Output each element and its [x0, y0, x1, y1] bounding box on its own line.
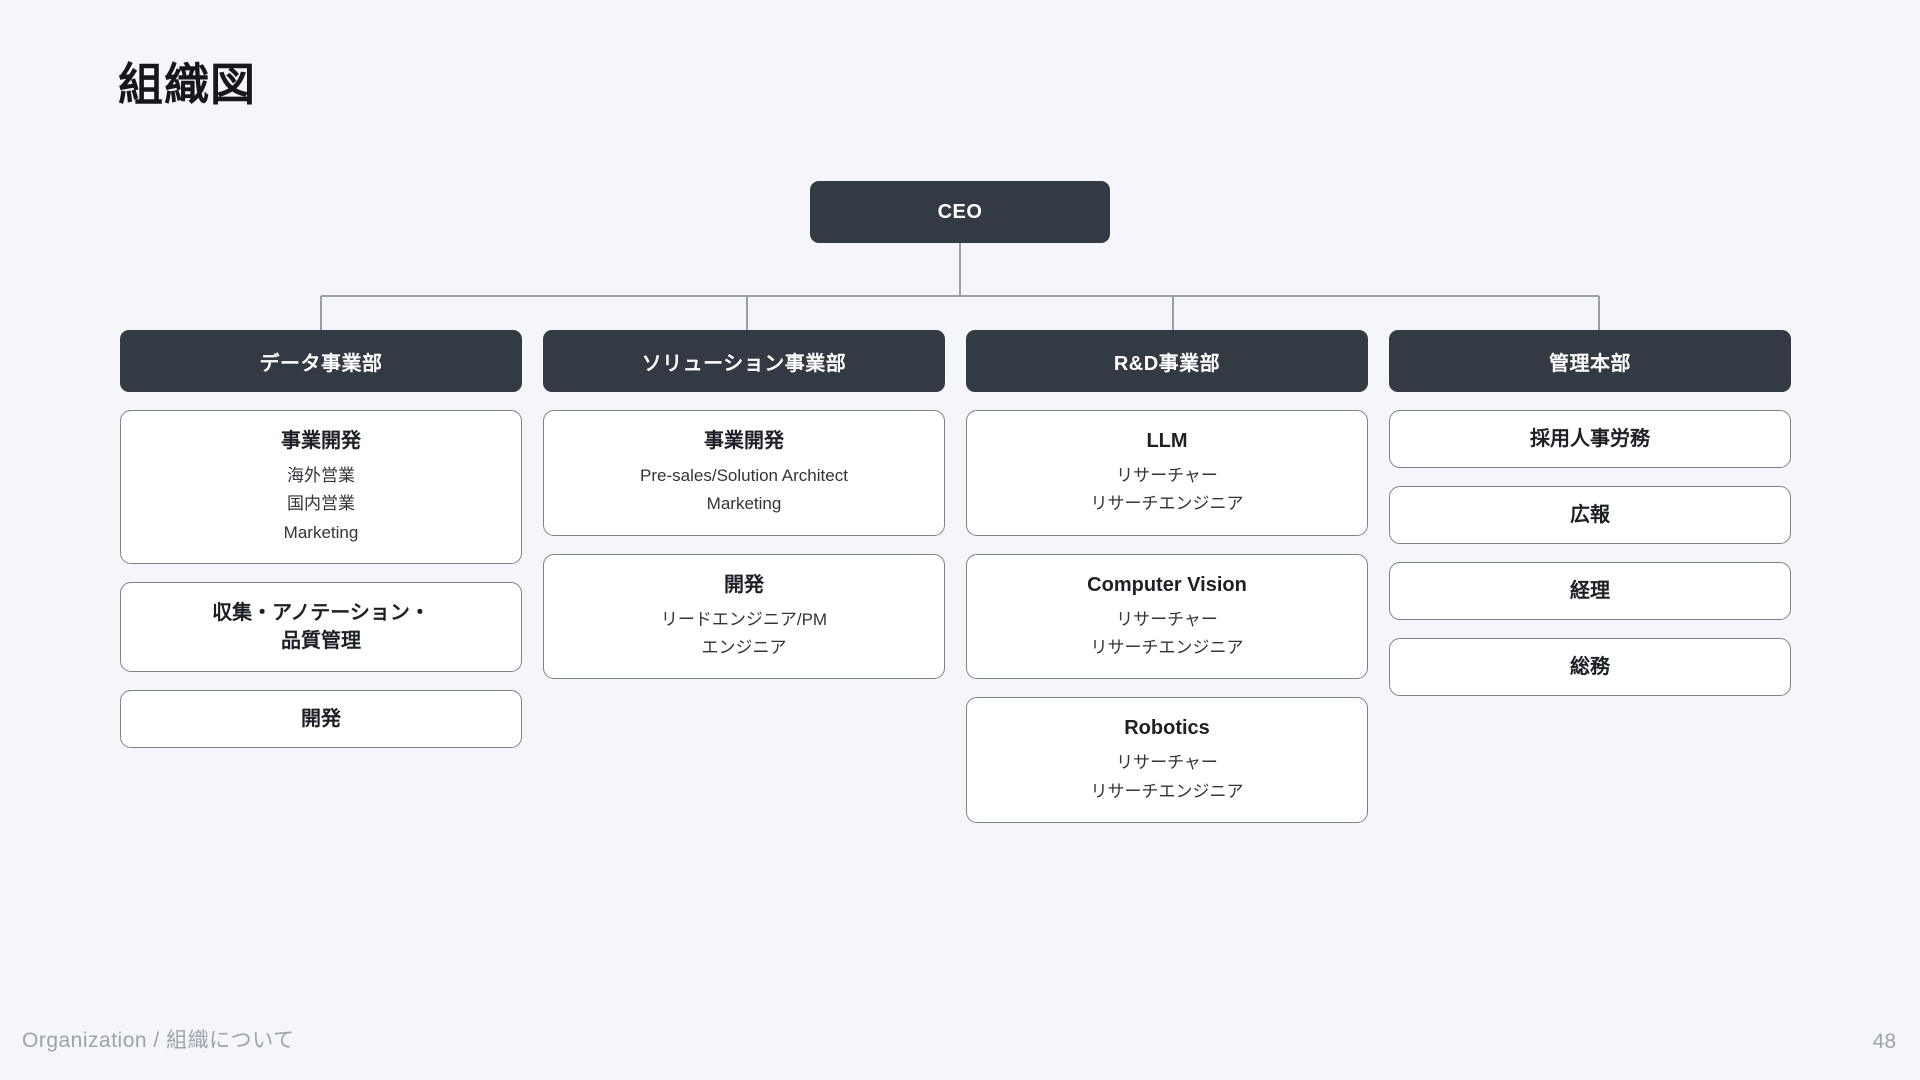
card-sub-item: 海外営業 [287, 466, 355, 485]
card-sub-item: リサーチャー [1116, 466, 1218, 485]
card-sub-list: リサーチャー リサーチエンジニア [981, 749, 1353, 806]
column-spacer [120, 766, 522, 841]
card-sub-item: リサーチエンジニア [1090, 781, 1244, 801]
dept-header-rnd-division[interactable]: R&D事業部 [966, 330, 1368, 392]
column-spacer [1389, 714, 1791, 841]
card-title-line: 収集・アノテーション・ [212, 602, 430, 625]
card-admin-hr[interactable]: 採用人事労務 [1389, 410, 1791, 468]
card-rnd-robotics[interactable]: Robotics リサーチャー リサーチエンジニア [966, 697, 1368, 824]
dept-header-solution-division[interactable]: ソリューション事業部 [543, 330, 945, 392]
column-data-division: データ事業部 事業開発 海外営業 国内営業 Marketing 収集・アノテーシ… [120, 330, 522, 841]
card-sub-item: リサーチエンジニア [1090, 494, 1244, 514]
card-sub-list: Pre-sales/Solution Architect Marketing [558, 462, 930, 519]
card-sub-item: リードエンジニア/PM [660, 609, 828, 629]
card-admin-pr[interactable]: 広報 [1389, 486, 1791, 544]
card-title: LLM [1146, 430, 1188, 452]
card-title: 広報 [1570, 504, 1610, 526]
column-spacer [543, 697, 945, 841]
card-title: 事業開発 [704, 430, 784, 452]
card-sub-list: リサーチャー リサーチエンジニア [981, 462, 1353, 519]
dept-header-administration-division[interactable]: 管理本部 [1389, 330, 1791, 392]
column-administration-division: 管理本部 採用人事労務 広報 経理 総務 [1389, 330, 1791, 841]
card-title: 経理 [1570, 580, 1610, 602]
card-sub-list: 海外営業 国内営業 Marketing [135, 462, 507, 547]
org-chart: CEO データ事業部 事業開発 海外営業 国内営業 Marketing 収集・ア… [120, 181, 1800, 841]
card-sub-item: Pre-sales/Solution Architect [640, 466, 848, 485]
footer-breadcrumb: Organization / 組織について [22, 1029, 295, 1052]
column-solution-division: ソリューション事業部 事業開発 Pre-sales/Solution Archi… [543, 330, 945, 841]
card-rnd-llm[interactable]: LLM リサーチャー リサーチエンジニア [966, 410, 1368, 536]
card-admin-accounting[interactable]: 経理 [1389, 562, 1791, 620]
card-sub-item: リサーチャー [1116, 609, 1218, 629]
card-sub-item: リサーチャー [1116, 753, 1218, 773]
card-sub-item: Marketing [283, 522, 359, 542]
card-rnd-computer-vision[interactable]: Computer Vision リサーチャー リサーチエンジニア [966, 553, 1368, 680]
column-rnd-division: R&D事業部 LLM リサーチャー リサーチエンジニア Computer Vis… [966, 330, 1368, 841]
card-solution-development[interactable]: 開発 リードエンジニア/PM エンジニア [543, 553, 945, 680]
card-sub-item: エンジニア [701, 638, 787, 658]
card-sub-list: リードエンジニア/PM エンジニア [558, 606, 930, 663]
card-sub-list: リサーチャー リサーチエンジニア [981, 606, 1353, 663]
card-data-development[interactable]: 開発 [120, 690, 522, 749]
card-sub-item: Marketing [706, 494, 782, 514]
dept-header-data-division[interactable]: データ事業部 [120, 330, 522, 392]
card-data-business-development[interactable]: 事業開発 海外営業 国内営業 Marketing [120, 410, 522, 565]
card-sub-item: リサーチエンジニア [1090, 638, 1244, 658]
card-title: 事業開発 [281, 430, 361, 452]
card-data-collection-annotation-qa[interactable]: 収集・アノテーション・ 品質管理 [120, 582, 522, 673]
card-title: Robotics [1124, 717, 1210, 740]
department-columns: データ事業部 事業開発 海外営業 国内営業 Marketing 収集・アノテーシ… [120, 330, 1800, 841]
card-title: 開発 [301, 708, 341, 731]
card-title: 開発 [724, 573, 764, 596]
card-title: 収集・アノテーション・ 品質管理 [135, 599, 507, 655]
card-sub-item: 国内営業 [287, 494, 355, 514]
card-title: 総務 [1570, 656, 1610, 678]
footer-page-number: 48 [1872, 1030, 1896, 1053]
card-title-line: 品質管理 [281, 630, 361, 653]
card-title: 採用人事労務 [1530, 428, 1650, 450]
card-title: Computer Vision [1087, 573, 1247, 596]
card-admin-general-affairs[interactable]: 総務 [1389, 638, 1791, 696]
node-ceo[interactable]: CEO [810, 181, 1110, 243]
card-solution-business-development[interactable]: 事業開発 Pre-sales/Solution Architect Market… [543, 410, 945, 536]
page-title: 組織図 [118, 59, 257, 110]
